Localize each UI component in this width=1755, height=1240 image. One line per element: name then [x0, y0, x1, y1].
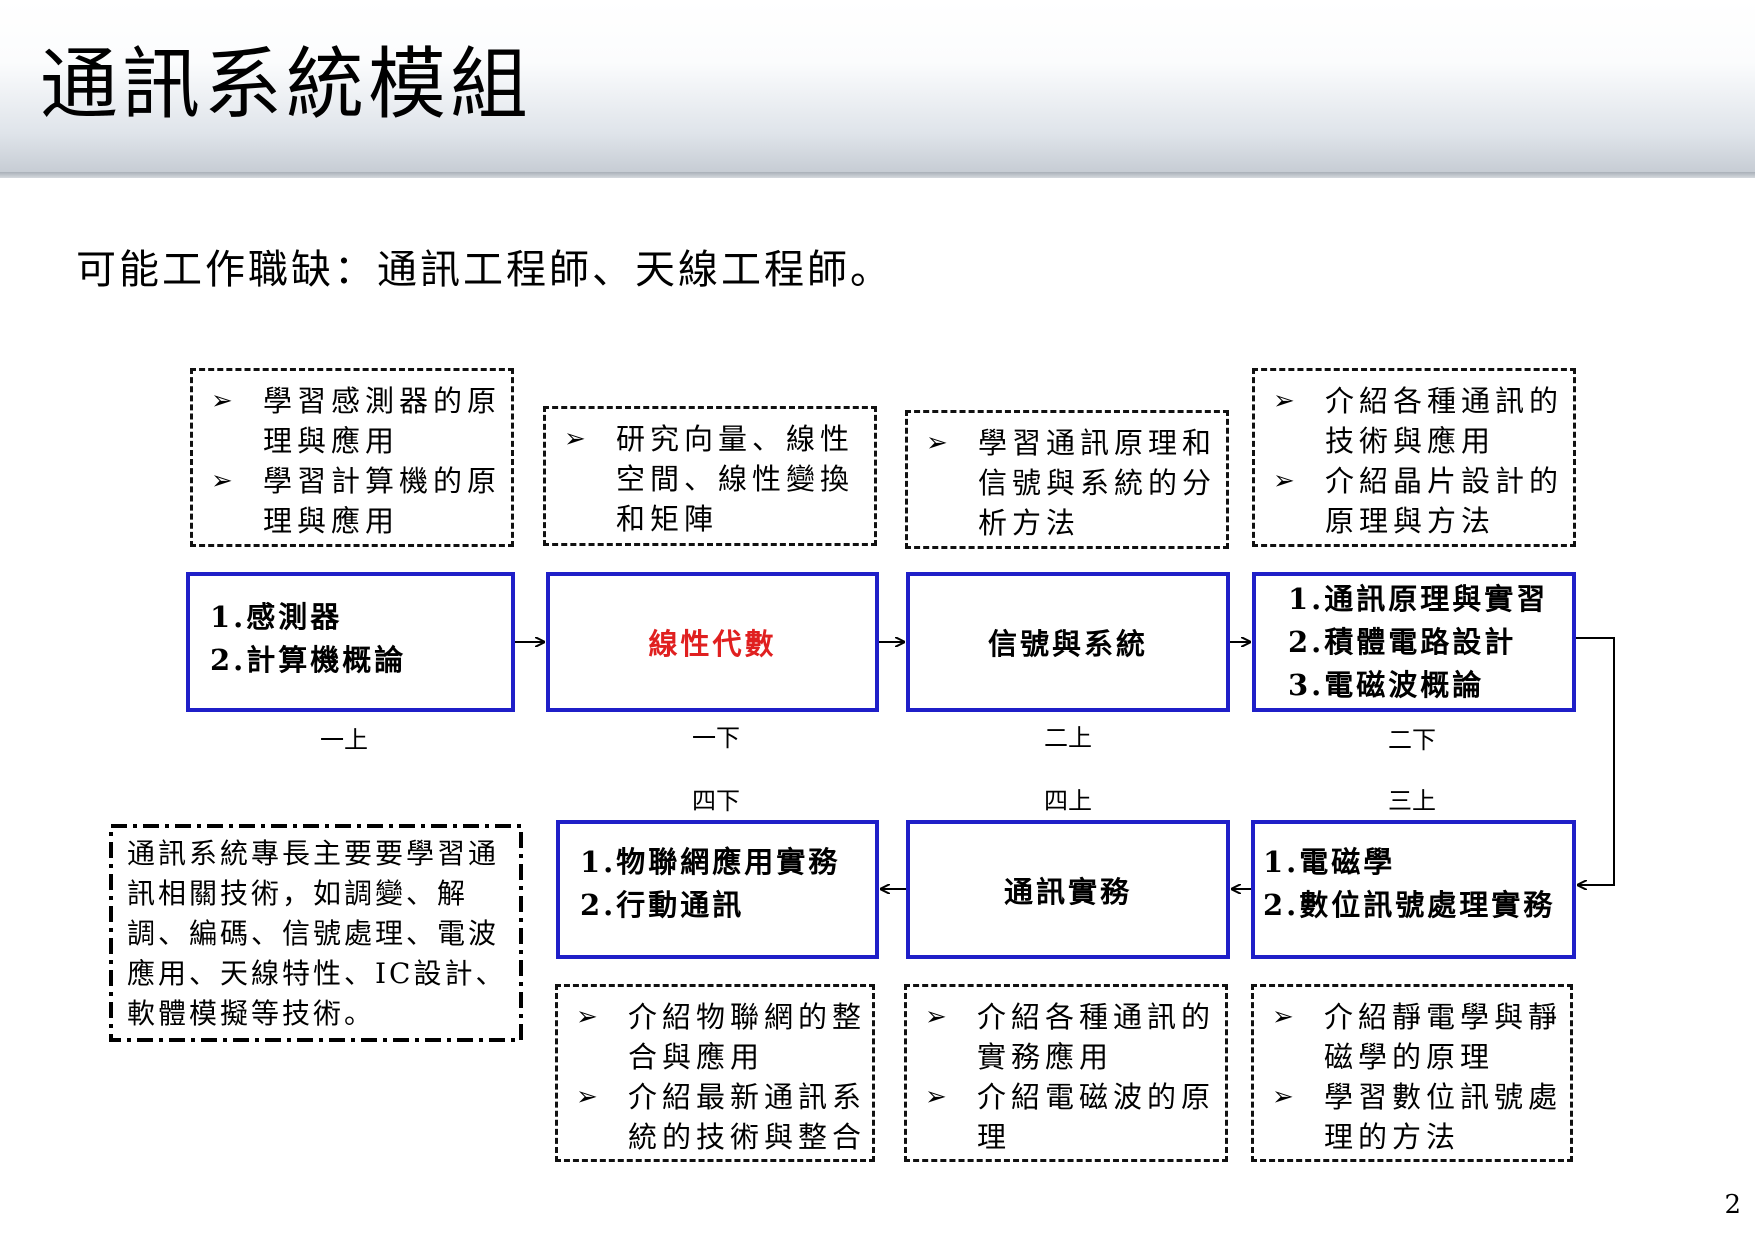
- course-title: 信號與系統: [987, 627, 1148, 661]
- course-box-4: 1.通訊原理與實習 2.積體電路設計 3.電磁波概論: [1252, 572, 1576, 712]
- summary-note-box: 通訊系統專長主要要學習通訊相關技術，如調變、解調、編碼、信號處理、電波應用、天線…: [109, 824, 523, 1042]
- bullet-item: ➢ 學習計算機的原理與應用: [203, 461, 507, 541]
- bullet-arrow-icon: ➢: [576, 1002, 603, 1032]
- bullet-arrow-icon: ➢: [1272, 1082, 1299, 1112]
- bullet-arrow-icon: ➢: [576, 1082, 603, 1112]
- semester-label: 二上: [1044, 724, 1092, 752]
- header-divider: [0, 172, 1755, 178]
- course-line: 2.計算機概論: [210, 643, 407, 677]
- course-line: 2.行動通訊: [580, 888, 745, 922]
- page-number: 2: [1724, 1190, 1741, 1220]
- bullet-text: 介紹物聯網的整合與應用: [628, 1000, 867, 1074]
- course-line: 1.電磁學: [1263, 845, 1396, 879]
- bullet-item: ➢ 介紹最新通訊系統的技術與整合: [568, 1077, 868, 1157]
- bullet-text: 學習感測器的原理與應用: [263, 384, 502, 458]
- bullet-text: 學習數位訊號處理的方法: [1324, 1080, 1563, 1154]
- bullet-arrow-icon: ➢: [564, 424, 591, 454]
- semester-label: 四下: [692, 787, 740, 815]
- summary-note-text: 通訊系統專長主要要學習通訊相關技術，如調變、解調、編碼、信號處理、電波應用、天線…: [127, 837, 507, 1030]
- course-line: 1.通訊原理與實習: [1288, 582, 1549, 616]
- bullet-item: ➢ 介紹靜電學與靜磁學的原理: [1264, 997, 1566, 1077]
- description-box-6: ➢ 介紹各種通訊的實務應用 ➢ 介紹電磁波的原理: [904, 984, 1228, 1162]
- page-title: 通訊系統模組: [40, 40, 533, 130]
- bullet-item: ➢ 介紹各種通訊的技術與應用: [1265, 381, 1569, 461]
- bullet-item: ➢ 介紹電磁波的原理: [917, 1077, 1221, 1157]
- description-box-2: ➢ 研究向量、線性空間、線性變換和矩陣: [543, 406, 877, 546]
- bullet-arrow-icon: ➢: [211, 386, 238, 416]
- course-line: 3.電磁波概論: [1288, 668, 1485, 702]
- description-box-7: ➢ 介紹物聯網的整合與應用 ➢ 介紹最新通訊系統的技術與整合: [555, 984, 875, 1162]
- course-box-3: 信號與系統: [906, 572, 1230, 712]
- header-band: [0, 0, 1755, 178]
- bullet-item: ➢ 學習通訊原理和信號與系統的分析方法: [918, 423, 1222, 543]
- course-line: 1.物聯網應用實務: [580, 845, 841, 879]
- bullet-arrow-icon: ➢: [211, 466, 238, 496]
- course-line: 2.積體電路設計: [1288, 625, 1517, 659]
- bullet-text: 介紹晶片設計的原理與方法: [1325, 464, 1564, 538]
- course-line: 2.數位訊號處理實務: [1263, 888, 1556, 922]
- bullet-text: 介紹各種通訊的實務應用: [977, 1000, 1216, 1074]
- bullet-arrow-icon: ➢: [925, 1082, 952, 1112]
- bullet-item: ➢ 學習數位訊號處理的方法: [1264, 1077, 1566, 1157]
- semester-label: 三上: [1388, 787, 1436, 815]
- semester-label: 一下: [692, 724, 740, 752]
- bullet-text: 學習通訊原理和信號與系統的分析方法: [978, 426, 1217, 540]
- bullet-text: 學習計算機的原理與應用: [263, 464, 502, 538]
- course-box-1: 1.感測器 2.計算機概論: [186, 572, 515, 712]
- course-box-7: 1.物聯網應用實務 2.行動通訊: [556, 820, 879, 959]
- course-box-5: 1.電磁學 2.數位訊號處理實務: [1251, 820, 1576, 959]
- course-box-2: 線性代數: [546, 572, 879, 712]
- description-box-1: ➢ 學習感測器的原理與應用 ➢ 學習計算機的原理與應用: [190, 368, 514, 547]
- bullet-text: 研究向量、線性空間、線性變換和矩陣: [616, 422, 855, 536]
- bullet-item: ➢ 介紹物聯網的整合與應用: [568, 997, 868, 1077]
- course-box-6: 通訊實務: [906, 820, 1230, 959]
- course-title: 通訊實務: [1003, 874, 1132, 909]
- bullet-item: ➢ 介紹各種通訊的實務應用: [917, 997, 1221, 1077]
- summary-note-border: [109, 824, 523, 1042]
- bullet-text: 介紹電磁波的原理: [977, 1080, 1216, 1154]
- description-box-3: ➢ 學習通訊原理和信號與系統的分析方法: [905, 410, 1229, 549]
- bullet-text: 介紹最新通訊系統的技術與整合: [628, 1080, 867, 1154]
- semester-label: 一上: [320, 726, 368, 754]
- course-line: 1.感測器: [210, 600, 343, 634]
- description-box-4: ➢ 介紹各種通訊的技術與應用 ➢ 介紹晶片設計的原理與方法: [1252, 368, 1576, 547]
- arrow-4-to-5: [1576, 637, 1615, 885]
- bullet-arrow-icon: ➢: [926, 428, 953, 458]
- bullet-arrow-icon: ➢: [1273, 386, 1300, 416]
- course-title: 線性代數: [648, 627, 777, 661]
- job-openings-text: 可能工作職缺：通訊工程師、天線工程師。: [76, 247, 893, 293]
- description-box-5: ➢ 介紹靜電學與靜磁學的原理 ➢ 學習數位訊號處理的方法: [1251, 984, 1573, 1162]
- semester-label: 四上: [1044, 787, 1092, 815]
- semester-label: 二下: [1388, 726, 1436, 754]
- bullet-item: ➢ 研究向量、線性空間、線性變換和矩陣: [556, 419, 870, 539]
- bullet-item: ➢ 介紹晶片設計的原理與方法: [1265, 461, 1569, 541]
- bullet-text: 介紹各種通訊的技術與應用: [1325, 384, 1564, 458]
- bullet-arrow-icon: ➢: [1273, 466, 1300, 496]
- bullet-text: 介紹靜電學與靜磁學的原理: [1324, 1000, 1563, 1074]
- bullet-item: ➢ 學習感測器的原理與應用: [203, 381, 507, 461]
- bullet-arrow-icon: ➢: [1272, 1002, 1299, 1032]
- bullet-arrow-icon: ➢: [925, 1002, 952, 1032]
